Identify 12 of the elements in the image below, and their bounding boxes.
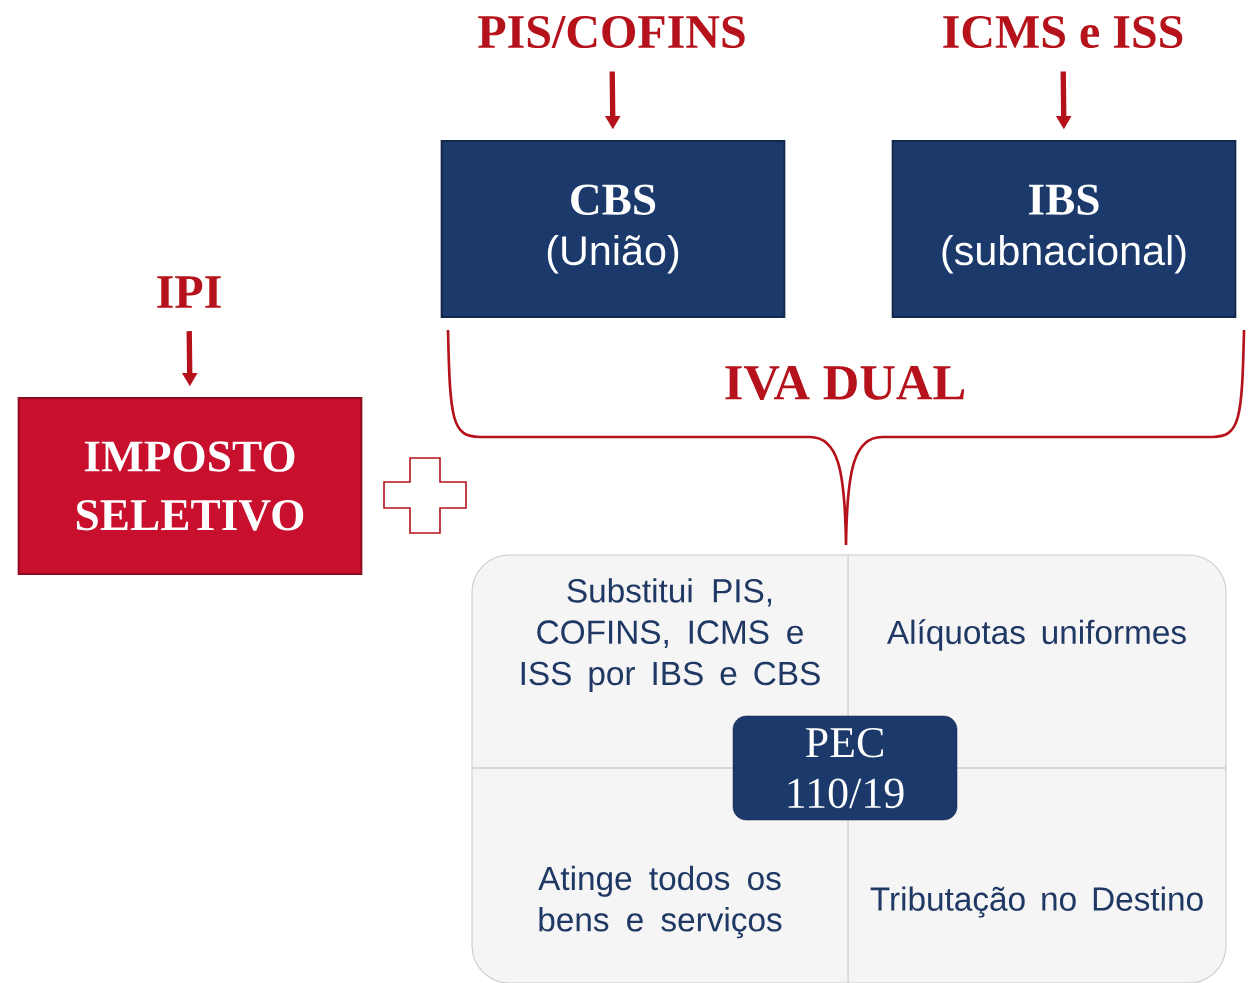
center-box: PEC 110/19 xyxy=(732,715,958,821)
heading: IVA DUAL xyxy=(725,365,965,401)
heading: ICMS e ISS xyxy=(943,15,1183,49)
tax-box: CBS (União) xyxy=(440,140,786,318)
quadrant-text: Tributação no Destino xyxy=(870,886,1203,918)
tax-box: IMPOSTO SELETIVO xyxy=(17,397,363,575)
quadrant-text: Substitui PIS, COFINS, ICMS e ISS por IBS e CBS xyxy=(521,578,820,692)
quadrant-text: Atinge todos os bens e serviços xyxy=(538,865,782,939)
heading: PIS/COFINS xyxy=(478,15,745,49)
quadrant-text: Alíquotas uniformes xyxy=(887,619,1186,651)
tax-box: IBS (subnacional) xyxy=(891,140,1237,318)
heading: IPI xyxy=(157,276,221,308)
